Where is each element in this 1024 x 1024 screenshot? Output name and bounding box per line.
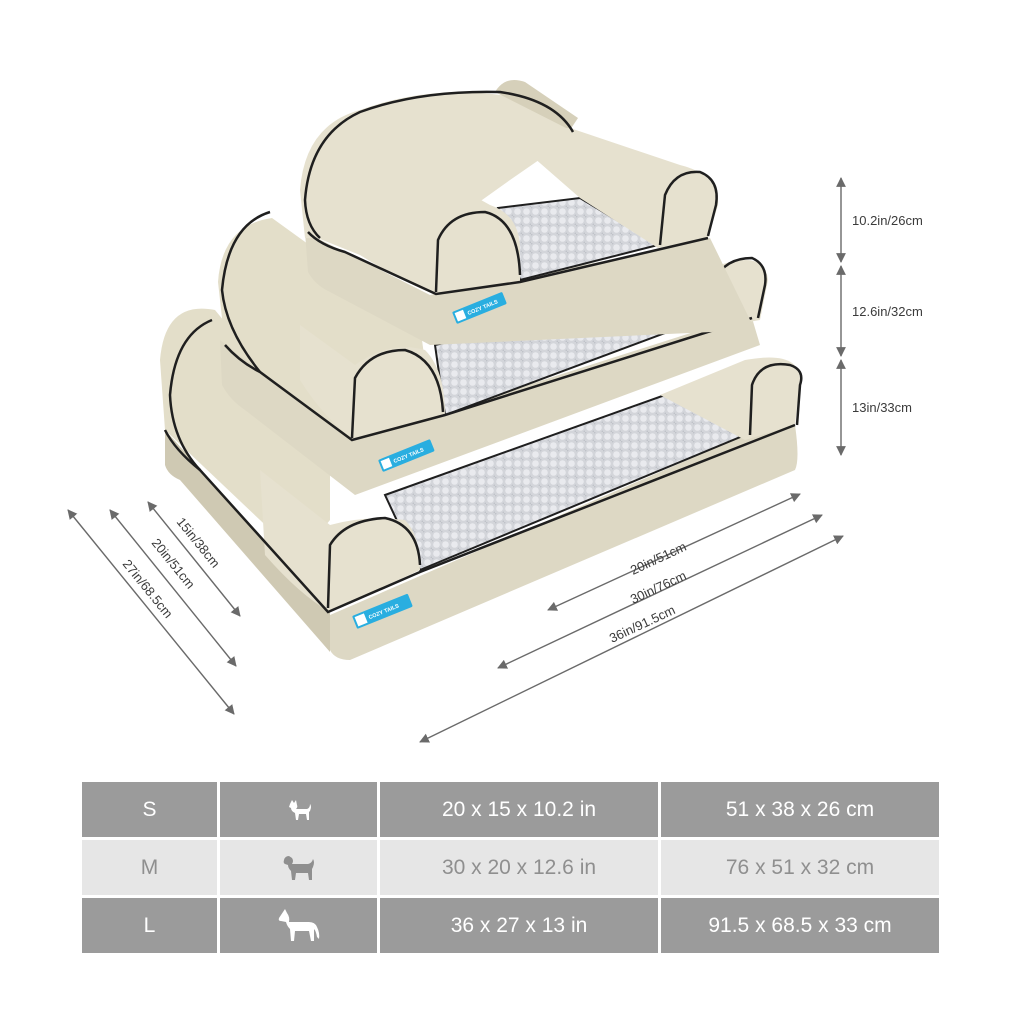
small-bed: COZY TAILS — [300, 79, 755, 345]
medium-bed-base — [220, 318, 760, 495]
large-bed-back-bolster — [160, 308, 330, 540]
small-dog-icon — [288, 799, 311, 820]
product-scene: COZY TAILS COZY TAILS COZ — [67, 79, 923, 743]
size-cell: S — [82, 782, 217, 837]
large-bed-rear-arm — [660, 357, 800, 440]
inch-dimensions-cell: 36 x 27 x 13 in — [380, 898, 658, 953]
depth-dimensions: 15in/38cm 20in/51cm 27in/68.5cm — [67, 501, 241, 715]
large-bed-rear-arm-piping — [748, 362, 803, 436]
cm-dimensions-cell: 91.5 x 68.5 x 33 cm — [661, 898, 939, 953]
size-row-medium: M 30 x 20 x 12.6 in 76 x 51 x 32 cm — [82, 840, 939, 895]
large-bed-front-arm-piping — [326, 516, 422, 609]
medium-bed-front-arm — [300, 325, 445, 440]
small-bed-back-piping — [303, 90, 575, 239]
dog-icon-cell — [220, 782, 377, 837]
small-bed-handle — [495, 79, 578, 130]
width-label-large: 36in/91.5cm — [607, 602, 678, 646]
medium-bed-back-piping — [220, 210, 271, 373]
large-bed-base-side — [165, 430, 330, 652]
small-bed-front-arm-piping — [434, 210, 522, 293]
large-dog-icon — [278, 908, 319, 941]
small-bed-base — [305, 232, 755, 345]
small-bed-base-piping — [307, 231, 709, 296]
small-bed-rear-arm — [525, 128, 719, 248]
size-cell: M — [82, 840, 217, 895]
inch-dimensions-cell: 30 x 20 x 12.6 in — [380, 840, 658, 895]
medium-dog-icon — [283, 855, 314, 880]
inch-dimensions-cell: 20 x 15 x 10.2 in — [380, 782, 658, 837]
large-bed-back-piping — [168, 318, 213, 471]
small-bed-rear-arm-piping — [658, 170, 718, 246]
cm-dimensions-cell: 76 x 51 x 32 cm — [661, 840, 939, 895]
size-row-large: L 36 x 27 x 13 in 91.5 x 68.5 x 33 cm — [82, 898, 939, 953]
dog-icon-cell — [220, 840, 377, 895]
large-bed-base-piping — [163, 423, 796, 614]
height-label-small: 10.2in/26cm — [852, 213, 923, 228]
cm-dimensions-cell: 51 x 38 x 26 cm — [661, 782, 939, 837]
height-label-medium: 12.6in/32cm — [852, 304, 923, 319]
large-bed: COZY TAILS — [160, 308, 803, 660]
dog-icon-cell — [220, 898, 377, 953]
large-bed-base-front — [165, 425, 798, 660]
size-cell: L — [82, 898, 217, 953]
size-table: S 20 x 15 x 10.2 in 51 x 38 x 26 cm M 30… — [79, 779, 942, 956]
height-dimensions: 10.2in/26cm 12.6in/32cm 13in/33cm — [836, 177, 923, 456]
width-arrow-large — [419, 535, 844, 743]
medium-bed-base-piping — [224, 316, 753, 442]
small-bed-front-arm — [308, 148, 520, 295]
medium-bed-front-arm-piping — [350, 348, 445, 439]
depth-arrow-large — [67, 509, 235, 715]
height-label-large: 13in/33cm — [852, 400, 912, 415]
large-bed-front-arm — [260, 470, 420, 612]
size-row-small: S 20 x 15 x 10.2 in 51 x 38 x 26 cm — [82, 782, 939, 837]
